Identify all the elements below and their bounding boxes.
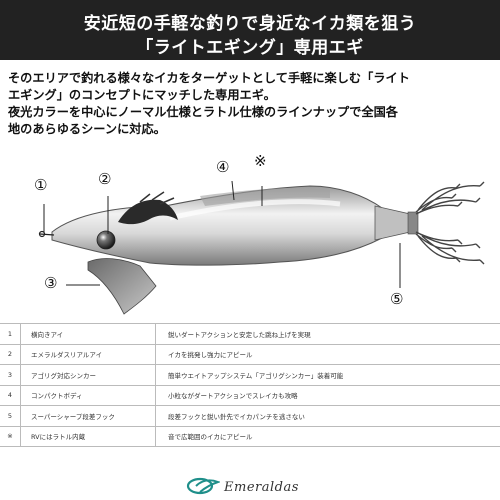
banner-line-1: 安近短の手軽な釣りで身近なイカ類を狙う — [83, 14, 417, 34]
hook-points — [451, 181, 485, 265]
feature-spec-table: 1 横向きアイ 鋭いダートアクションと安定した跳ね上げを実現 2 エメラルダスリ… — [0, 323, 500, 447]
title-banner: 安近短の手軽な釣りで身近なイカ類を狙う 「ライトエギング」専用エギ — [0, 0, 500, 60]
feature-note: 小粒ながダートアクションでスレイカも攻略 — [155, 384, 500, 406]
feature-note: 簡単ウエイトアップシステム「アゴリグシンカー」装着可能 — [155, 364, 500, 385]
hook-upper-set — [415, 184, 481, 215]
lure-feather-tips — [139, 191, 175, 205]
description-line: 地のあらゆるシーンに対応。 — [8, 122, 166, 136]
table-row: 5 スーパーシャープ段差フック 段差フックと鋭い針先でイカパンチを逃さない — [0, 405, 500, 426]
callout-3: ③ — [44, 274, 58, 292]
feature-note: イカを挑発し強力にアピール — [155, 343, 500, 365]
egi-lure-diagram: ① ② ③ ④ ※ ⑤ — [0, 148, 500, 320]
hook-lower-set — [415, 231, 481, 262]
feature-name: アゴリグ対応シンカー — [20, 364, 156, 385]
product-description: そのエリアで釣れる様々なイカをターゲットとして手軽に楽しむ「ライト エギング」の… — [8, 70, 496, 138]
callout-5: ⑤ — [390, 290, 404, 308]
feature-note: 段差フックと鋭い針先でイカパンチを逃さない — [155, 405, 500, 426]
table-row: 4 コンパクトボディ 小粒ながダートアクションでスレイカも攻略 — [0, 384, 500, 406]
leader-line-4 — [231, 180, 235, 201]
lure-eye — [96, 230, 116, 250]
lure-shimmer — [169, 199, 341, 221]
table-row: 1 横向きアイ 鋭いダートアクションと安定した跳ね上げを実現 — [0, 323, 500, 344]
table-row: ※ RVにはラトル内蔵 音で広範囲のイカにアピール — [0, 425, 500, 447]
lure-sinker — [87, 258, 157, 315]
lure-tail-wrap — [374, 205, 411, 241]
feature-name: コンパクトボディ — [20, 384, 156, 406]
row-number: 3 — [0, 364, 21, 385]
row-number: 1 — [0, 323, 21, 344]
brand-name: Emeraldas — [224, 480, 299, 495]
description-line: エギング」のコンセプトにマッチした専用エギ。 — [8, 88, 276, 102]
description-line: 夜光カラーを中心にノーマル仕様とラトル仕様のラインナップで全国各 — [8, 105, 398, 119]
banner-line-2: 「ライトエギング」専用エギ — [136, 38, 364, 58]
brand-footer: Emeraldas — [0, 470, 500, 500]
lure-line-eye-ring — [38, 230, 46, 238]
emeraldas-logo-icon — [186, 477, 220, 495]
feature-name: エメラルダスリアルアイ — [20, 343, 156, 365]
row-number: 4 — [0, 384, 21, 406]
callout-note: ※ — [254, 152, 267, 170]
callout-4: ④ — [216, 158, 230, 176]
lure-tail-base — [407, 211, 419, 235]
table-row: 3 アゴリグ対応シンカー 簡単ウエイトアップシステム「アゴリグシンカー」装着可能 — [0, 364, 500, 385]
lure-back-shading — [200, 188, 330, 206]
feature-name: スーパーシャープ段差フック — [20, 405, 156, 426]
egi-lure-illustration — [38, 180, 485, 315]
feature-name: RVにはラトル内蔵 — [20, 425, 156, 447]
feature-name: 横向きアイ — [20, 323, 156, 344]
feature-note: 鋭いダートアクションと安定した跳ね上げを実現 — [155, 323, 500, 344]
lure-feather — [118, 199, 178, 225]
description-line: そのエリアで釣れる様々なイカをターゲットとして手軽に楽しむ「ライト — [8, 71, 410, 85]
table-row: 2 エメラルダスリアルアイ イカを挑発し強力にアピール — [0, 343, 500, 365]
callout-2: ② — [98, 170, 112, 188]
row-number: ※ — [0, 425, 21, 447]
row-number: 2 — [0, 343, 21, 365]
lure-line-eye — [39, 233, 55, 236]
feature-note: 音で広範囲のイカにアピール — [155, 425, 500, 447]
callout-1: ① — [34, 176, 48, 194]
row-number: 5 — [0, 405, 21, 426]
